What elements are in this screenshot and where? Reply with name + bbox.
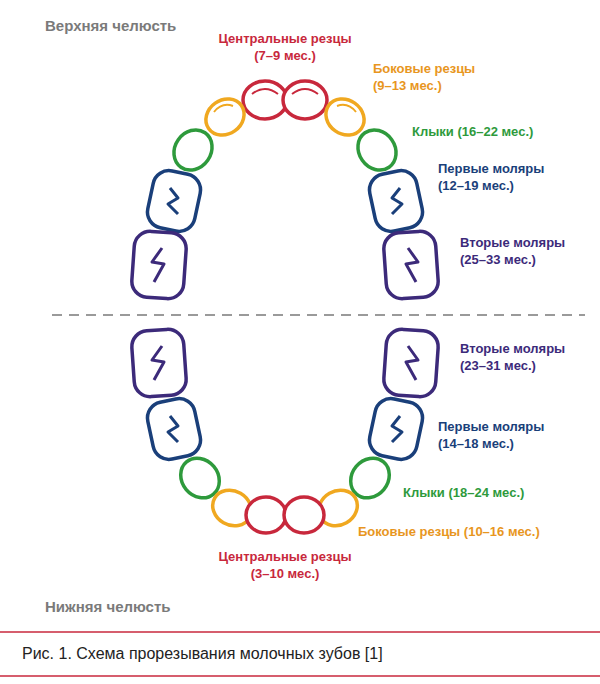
second-molar — [131, 328, 187, 397]
incisor — [283, 81, 327, 119]
tooth-label: Центральные резцы (7–9 мес.) — [215, 30, 355, 64]
first-molar — [144, 168, 203, 235]
tooth-label: Боковые резцы (9–13 мес.) — [373, 60, 491, 94]
jaw-label: Верхняя челюсть — [45, 16, 245, 35]
first-molar — [366, 396, 425, 463]
second-molar — [383, 230, 439, 299]
caption-rule — [0, 631, 600, 633]
tooth-label: Первые моляры (12–19 мес.) — [438, 160, 560, 194]
tooth-label: Центральные резцы (3–10 мес.) — [210, 548, 360, 582]
canine — [166, 122, 220, 177]
second-molar — [383, 328, 439, 397]
jaw-divider — [52, 314, 585, 316]
incisor — [243, 81, 287, 119]
caption-rule — [0, 675, 600, 677]
tooth-label: Первые моляры (14–18 мес.) — [438, 418, 560, 452]
figure-caption: Рис. 1. Схема прорезывания молочных зубо… — [22, 645, 383, 663]
jaw-label: Нижняя челюсть — [45, 597, 245, 616]
first-molar — [144, 396, 203, 463]
tooth-label: Боковые резцы (10–16 мес.) — [358, 523, 593, 540]
tooth-label: Клыки (18–24 мес.) — [403, 484, 573, 501]
first-molar — [366, 168, 425, 235]
second-molar — [131, 230, 187, 299]
incisor — [246, 497, 286, 533]
tooth-label: Вторые моляры (23–31 мес.) — [460, 340, 582, 374]
incisor — [284, 497, 324, 533]
canine — [350, 122, 404, 177]
tooth-label: Клыки (16–22 мес.) — [412, 123, 582, 140]
tooth-label: Вторые моляры (25–33 мес.) — [460, 234, 582, 268]
